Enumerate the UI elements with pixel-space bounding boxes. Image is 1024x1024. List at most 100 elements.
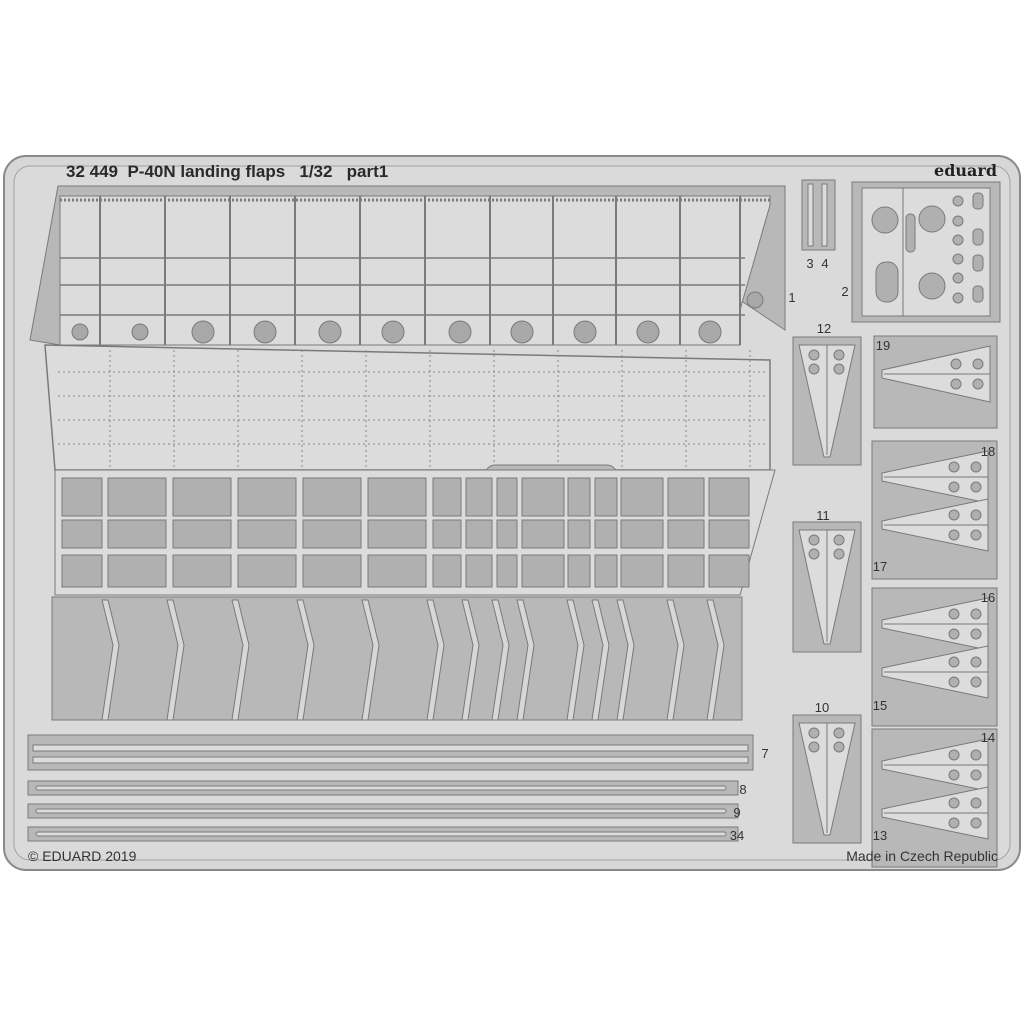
small-slot — [972, 192, 984, 210]
hole — [948, 656, 960, 668]
part-label-34: 34 — [730, 828, 744, 843]
cell-cutout — [521, 477, 565, 517]
lightening-hole — [746, 291, 764, 309]
cell-cutout — [367, 519, 427, 549]
cell-cutout — [708, 554, 750, 588]
part-label-19: 19 — [876, 338, 890, 353]
hole — [808, 548, 820, 560]
cell-cutout — [465, 519, 493, 549]
eduard-logo: eduard — [934, 161, 997, 180]
part-8-rail — [35, 785, 727, 791]
slot-hole — [905, 213, 916, 253]
small-hole — [952, 292, 964, 304]
part-1-flap-upper — [59, 195, 771, 346]
hole — [833, 363, 845, 375]
part-label-11: 11 — [816, 508, 830, 523]
hole — [950, 358, 962, 370]
lightening-hole — [71, 323, 89, 341]
hole — [918, 272, 946, 300]
cell-cutout — [432, 477, 462, 517]
hole — [970, 509, 982, 521]
rib-tooth-gap — [426, 599, 445, 721]
part-label-9: 9 — [733, 805, 740, 820]
cell-cutout — [496, 519, 518, 549]
hole — [948, 481, 960, 493]
hole — [970, 749, 982, 761]
hole — [970, 481, 982, 493]
cell-cutout — [521, 519, 565, 549]
part-label-18: 18 — [981, 444, 995, 459]
cell-cutout — [107, 519, 167, 549]
hole — [970, 656, 982, 668]
hole — [970, 797, 982, 809]
hole — [948, 509, 960, 521]
hole — [948, 461, 960, 473]
hole — [808, 741, 820, 753]
hole — [948, 676, 960, 688]
cell-cutout — [567, 519, 591, 549]
part-7 — [27, 734, 754, 771]
hole — [970, 817, 982, 829]
hole — [948, 628, 960, 640]
cell-cutout — [172, 519, 232, 549]
hole — [948, 769, 960, 781]
hole — [972, 358, 984, 370]
part-label-15: 15 — [873, 698, 887, 713]
cell-cutout — [237, 519, 297, 549]
lightening-hole — [636, 320, 660, 344]
part-label-14: 14 — [981, 730, 995, 745]
rib-tooth-gap — [491, 599, 510, 721]
lightening-hole — [510, 320, 534, 344]
hole — [808, 727, 820, 739]
cell-cutout — [302, 554, 362, 588]
small-hole — [952, 195, 964, 207]
hole — [808, 363, 820, 375]
cell-cutout — [172, 554, 232, 588]
cell-cutout — [567, 477, 591, 517]
lightening-hole — [698, 320, 722, 344]
hole — [808, 534, 820, 546]
rib-tooth-gap — [616, 599, 635, 721]
cell-cutout — [620, 554, 664, 588]
cell-cutout — [367, 477, 427, 517]
cell-cutout — [594, 477, 618, 517]
cell-cutout — [708, 477, 750, 517]
hole — [948, 608, 960, 620]
cell-cutout — [620, 519, 664, 549]
lightening-hole — [448, 320, 472, 344]
hole — [833, 548, 845, 560]
rib-tooth-gap — [706, 599, 725, 721]
hole — [948, 797, 960, 809]
part-label-4: 4 — [821, 256, 828, 271]
hole — [833, 741, 845, 753]
part-label-10: 10 — [815, 700, 829, 715]
rib-tooth-gap — [666, 599, 685, 721]
cell-cutout — [594, 554, 618, 588]
part-label-1: 1 — [788, 290, 795, 305]
small-slot — [972, 254, 984, 272]
hole — [950, 378, 962, 390]
cell-cutout — [172, 477, 232, 517]
hole — [948, 529, 960, 541]
part-label-2: 2 — [841, 284, 848, 299]
lightening-hole — [191, 320, 215, 344]
cell-cutout — [567, 554, 591, 588]
cell-cutout — [432, 519, 462, 549]
strip — [821, 183, 828, 247]
cell-cutout — [61, 554, 103, 588]
cell-cutout — [667, 554, 705, 588]
rib-tooth-gap — [231, 599, 250, 721]
hole — [808, 349, 820, 361]
part-7-rail — [32, 744, 749, 752]
small-hole — [952, 215, 964, 227]
cell-cutout — [465, 554, 493, 588]
cell-cutout — [302, 519, 362, 549]
cell-cutout — [708, 519, 750, 549]
rib-tooth-gap — [361, 599, 380, 721]
part-label-7: 7 — [761, 746, 768, 761]
flap-rib-strip — [51, 596, 743, 721]
cell-cutout — [107, 554, 167, 588]
part-9-rail — [35, 808, 727, 814]
